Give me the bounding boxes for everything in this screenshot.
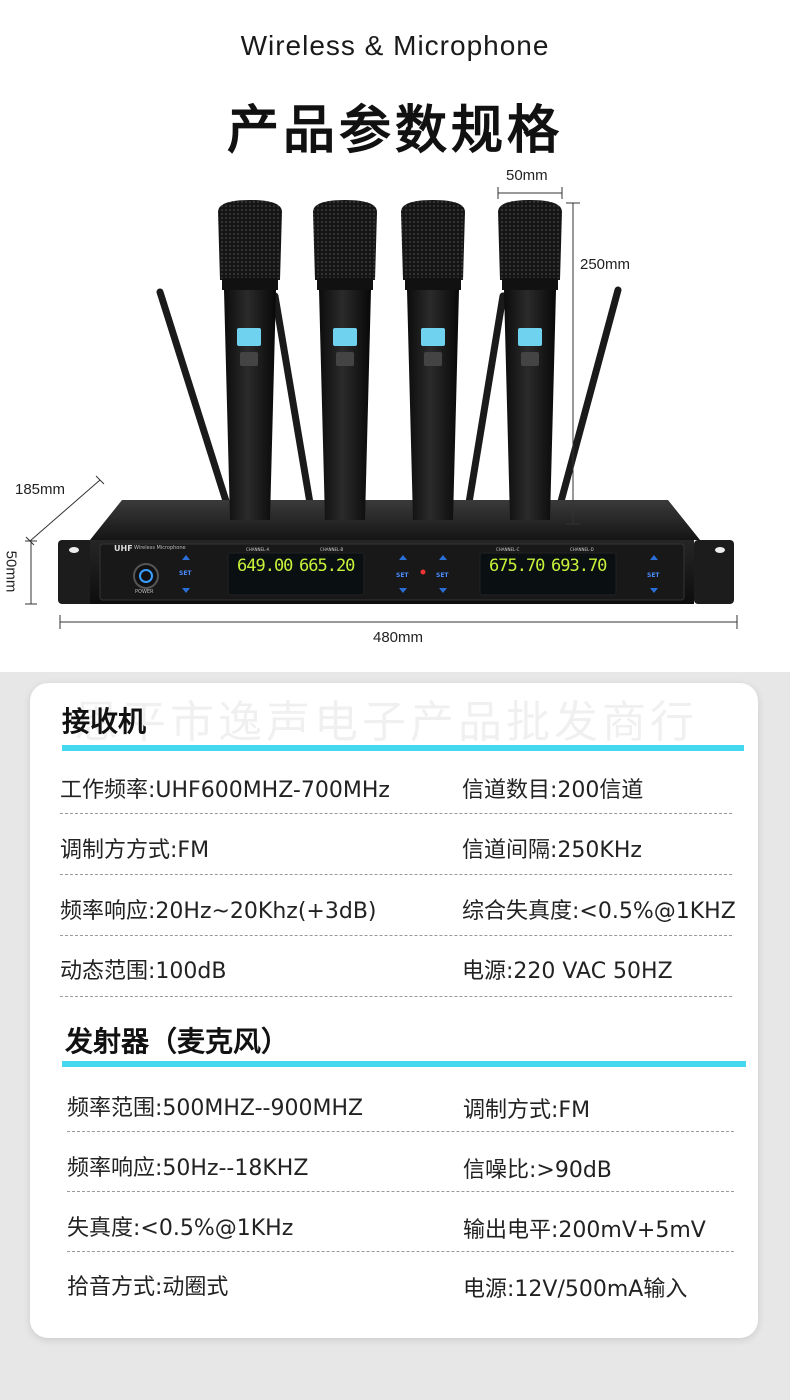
receiver-spec-cell: 信道数目:200信道 <box>462 778 644 803</box>
receiver-section-bar <box>62 745 744 751</box>
status-led <box>420 569 426 575</box>
antenna-left-1 <box>156 288 236 524</box>
microphone-a <box>218 200 282 520</box>
lcd-screen-cd <box>479 552 617 596</box>
row-divider <box>60 874 732 875</box>
chinese-title: 产品参数规格 <box>216 88 574 163</box>
antenna-right-2 <box>552 286 622 524</box>
receiver-spec-cell: 工作频率:UHF600MHZ-700MHz <box>60 778 390 803</box>
dim-mic-diameter: 50mm <box>506 167 548 184</box>
set-label-4[interactable]: SET <box>647 572 660 579</box>
microphone-b <box>313 200 377 520</box>
english-title: Wireless & Microphone <box>240 30 550 61</box>
set-label-3[interactable]: SET <box>436 572 449 579</box>
channel-a-name: CHANNEL-A <box>246 547 270 552</box>
row-divider <box>60 935 732 936</box>
channel-b-freq: 665.20 <box>299 556 355 576</box>
channel-d-name: CHANNEL-D <box>570 547 594 552</box>
transmitter-spec-cell: 调制方式:FM <box>463 1098 591 1123</box>
transmitter-spec-cell: 拾音方式:动圈式 <box>67 1275 229 1300</box>
power-button[interactable] <box>133 563 159 589</box>
antenna-left-2 <box>271 292 316 519</box>
row-divider <box>60 813 732 814</box>
channel-b-name: CHANNEL-B <box>320 547 344 552</box>
transmitter-section-title: 发射器（麦克风） <box>65 1025 290 1058</box>
receiver-section-title: 接收机 <box>62 705 147 738</box>
transmitter-spec-cell: 失真度:<0.5%@1KHz <box>67 1216 294 1241</box>
antenna-right-1 <box>463 292 507 519</box>
transmitter-spec-cell: 频率范围:500MHZ--900MHZ <box>67 1096 364 1121</box>
receiver-spec-cell: 电源:220 VAC 50HZ <box>462 959 673 984</box>
row-divider <box>60 996 732 997</box>
transmitter-spec-cell: 频率响应:50Hz--18KHZ <box>67 1156 309 1181</box>
rack-ear-left <box>58 540 98 604</box>
microphone-c <box>401 200 465 520</box>
row-divider <box>67 1131 734 1132</box>
panel-brand: UHF <box>114 544 133 553</box>
product-illustration <box>58 200 734 604</box>
panel-model-text: Wireless Microphone <box>134 545 186 551</box>
dimension-lines <box>25 187 738 629</box>
dim-height: 50mm <box>2 550 20 593</box>
channel-a-freq: 649.00 <box>237 556 293 576</box>
set-label-1[interactable]: SET <box>179 570 192 577</box>
microphone-d <box>498 200 562 520</box>
transmitter-spec-cell: 输出电平:200mV+5mV <box>463 1218 706 1243</box>
channel-d-freq: 693.70 <box>551 556 607 576</box>
receiver-spec-cell: 调制方方式:FM <box>60 838 210 863</box>
lcd-screen-ab <box>227 552 365 596</box>
channel-c-name: CHANNEL-C <box>496 547 520 552</box>
dim-mic-height: 250mm <box>580 256 631 273</box>
row-divider <box>67 1191 734 1192</box>
channel-c-freq: 675.70 <box>489 556 545 576</box>
transmitter-spec-cell: 信噪比:>90dB <box>463 1158 612 1183</box>
transmitter-spec-cell: 电源:12V/500mA输入 <box>463 1277 688 1302</box>
receiver-spec-cell: 动态范围:100dB <box>60 959 227 984</box>
rack-ear-right <box>694 540 734 604</box>
receiver-spec-cell: 综合失真度:<0.5%@1KHZ <box>462 899 736 924</box>
chinese-title-wrap: 产品参数规格 <box>0 88 790 163</box>
transmitter-section-bar <box>62 1061 746 1067</box>
row-divider <box>67 1251 734 1252</box>
spec-card <box>30 683 758 1338</box>
receiver-spec-cell: 信道间隔:250KHz <box>462 838 642 863</box>
receiver-spec-cell: 频率响应:20Hz~20Khz(+3dB) <box>60 899 377 924</box>
power-label: POWER <box>135 589 154 595</box>
dim-width: 480mm <box>373 629 424 646</box>
dim-depth: 185mm <box>15 481 66 498</box>
set-label-2[interactable]: SET <box>396 572 409 579</box>
